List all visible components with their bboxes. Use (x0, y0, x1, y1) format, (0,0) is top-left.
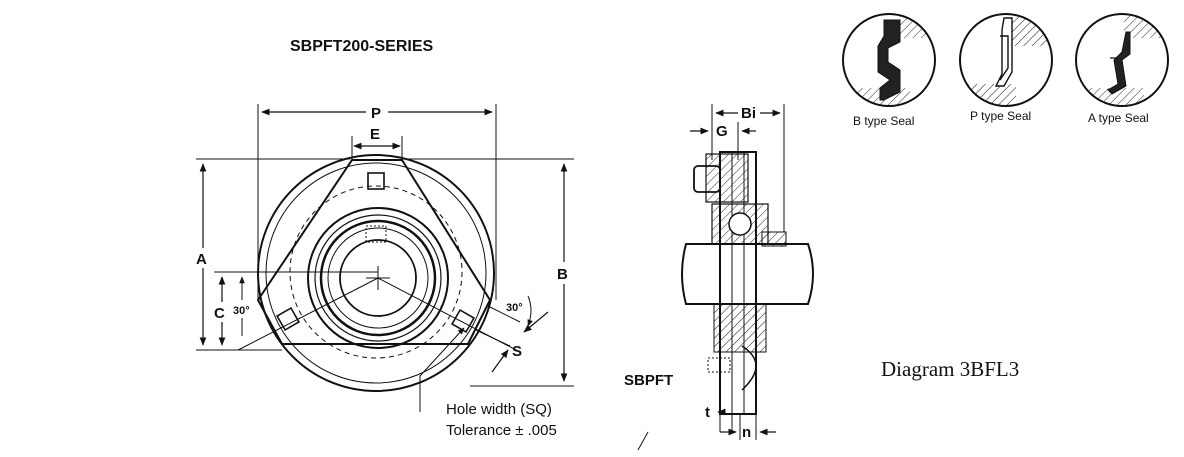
p-type-seal-detail (959, 13, 1053, 107)
dim-e-label: E (370, 126, 380, 143)
dim-c-label: C (214, 305, 225, 322)
hole-note-line1: Hole width (SQ) (446, 401, 552, 418)
dim-s-label: S (512, 343, 522, 360)
p-type-seal-label: P type Seal (970, 109, 1031, 123)
shaft (681, 243, 814, 305)
dim-p-label: P (371, 105, 381, 122)
series-title: SBPFT200-SERIES (290, 38, 433, 55)
bore-circle (339, 239, 417, 317)
bolt-circle (289, 185, 463, 359)
dim-t-label: t (705, 404, 710, 421)
dim-bi-label: Bi (741, 105, 756, 122)
dim-b-label: B (557, 266, 568, 283)
dim-g-label: G (716, 123, 728, 140)
hole-note-line2: Tolerance ± .005 (446, 422, 557, 439)
square-hole-top (367, 172, 385, 190)
side-view (637, 104, 814, 451)
front-view (196, 104, 574, 412)
angle-left-label: 30° (233, 305, 250, 317)
dim-a-label: A (196, 251, 207, 268)
square-hole-left (275, 306, 301, 332)
b-type-seal-detail (842, 13, 936, 107)
a-type-seal-label: A type Seal (1088, 111, 1149, 125)
bearing-ring-4 (327, 227, 429, 329)
diagram-caption: Diagram 3BFL3 (881, 357, 1019, 381)
bearing-ring-2 (314, 214, 442, 342)
housing-inner-circle (265, 162, 487, 384)
bearing-ring-1 (307, 207, 449, 349)
b-type-seal-label: B type Seal (853, 114, 914, 128)
bearing-ring-3 (319, 219, 437, 337)
side-view-label: SBPFT (624, 372, 673, 389)
housing-outer-circle (257, 154, 495, 392)
bearing-ball (728, 212, 752, 236)
set-screw (365, 225, 387, 243)
dim-n-label: n (742, 424, 751, 441)
angle-right-label: 30° (506, 302, 523, 314)
a-type-seal-detail (1075, 13, 1169, 107)
